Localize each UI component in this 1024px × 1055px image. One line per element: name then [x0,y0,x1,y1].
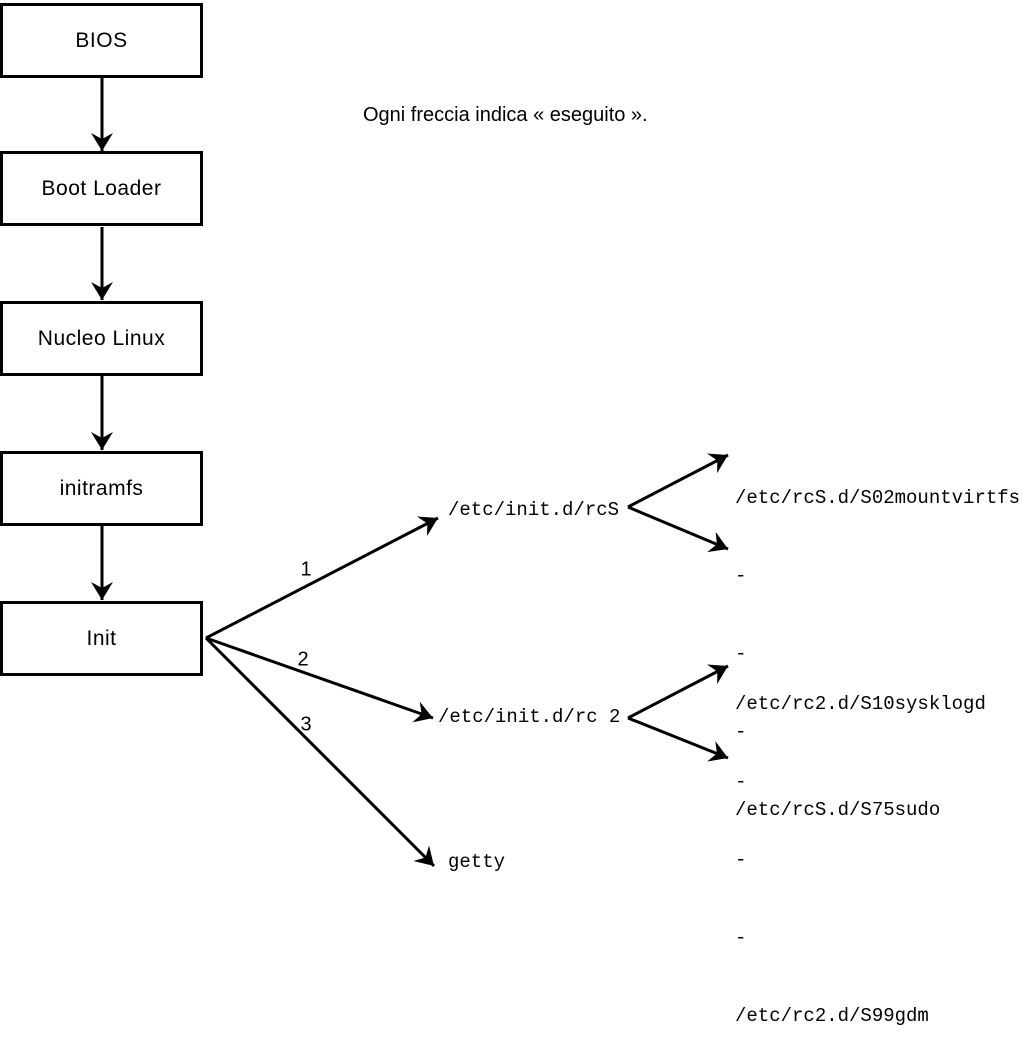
arrow-order-3: 3 [300,713,312,736]
node-bootloader-label: Boot Loader [41,176,162,200]
arrow-order-2: 2 [297,648,309,671]
script-ellipsis-dash: - [735,643,747,665]
node-init-label: Init [86,626,117,650]
script-ellipsis-dash: - [735,849,747,871]
arrows-layer [91,78,729,868]
node-rc2-script: /etc/init.d/rc 2 [438,706,621,728]
node-bios: BIOS [0,3,203,78]
rc2-scripts-list: /etc/rc2.d/S10sysklogd - - - /etc/rc2.d/… [735,639,986,1055]
script-ellipsis-dash: - [735,927,747,949]
node-kernel: Nucleo Linux [0,301,203,376]
node-initramfs-label: initramfs [59,476,144,500]
arrow-init-to-getty [204,636,436,868]
arrow-rcs-to-s75 [627,505,729,553]
script-item: /etc/rcS.d/S02mountvirtfs [735,487,1021,509]
arrow-rc2-to-s99 [627,716,729,762]
node-rcs-script: /etc/init.d/rcS [448,499,620,521]
arrow-rcs-to-s02 [627,453,729,509]
script-ellipsis-dash: - [735,721,747,743]
node-init: Init [0,601,203,676]
script-item: /etc/rcS.d/S75sudo [735,799,941,821]
rcs-scripts-list: /etc/rcS.d/S02mountvirtfs - - - /etc/rcS… [735,433,1020,849]
node-bios-label: BIOS [75,28,128,52]
arrow-order-1: 1 [300,558,312,581]
node-kernel-label: Nucleo Linux [37,326,166,350]
script-item: /etc/rc2.d/S99gdm [735,1005,929,1027]
arrow-init-to-rc2 [205,636,434,723]
arrow-init-to-rcs [205,516,439,640]
node-initramfs: initramfs [0,451,203,526]
script-item: /etc/rc2.d/S10sysklogd [735,693,986,715]
script-ellipsis-dash: - [735,565,747,587]
diagram-caption: Ogni freccia indica « eseguito ». [363,104,648,126]
arrow-rc2-to-s10 [627,664,729,720]
node-bootloader: Boot Loader [0,151,203,226]
script-ellipsis-dash: - [735,771,747,793]
node-getty: getty [448,851,506,873]
